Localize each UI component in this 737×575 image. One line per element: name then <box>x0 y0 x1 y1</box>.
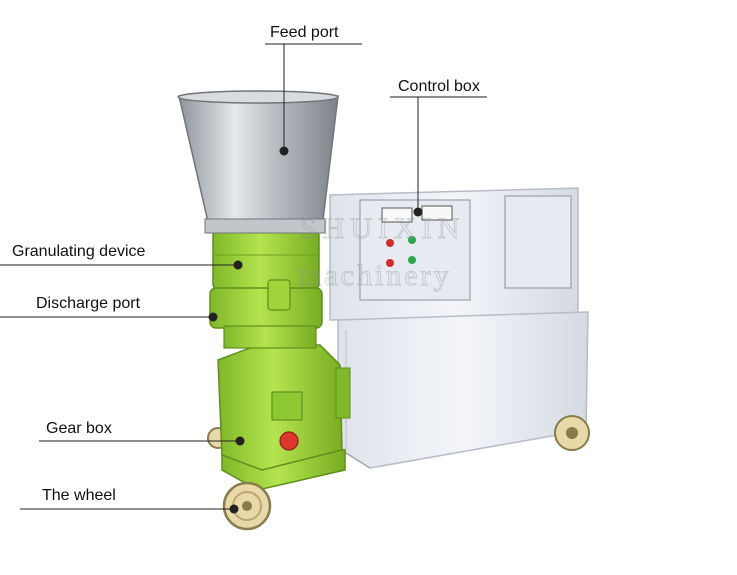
feed-port-label: Feed port <box>270 24 339 41</box>
side-door <box>504 195 572 289</box>
green-button-lower <box>408 256 416 264</box>
watermark-line1: SHUIXIN <box>300 212 465 245</box>
right-wheel <box>554 415 590 451</box>
red-button <box>386 239 394 247</box>
granulating-body <box>209 229 323 349</box>
gear-box-label: Gear box <box>46 420 112 437</box>
warning-sticker <box>279 431 299 451</box>
granulating-device-label: Granulating device <box>12 243 146 260</box>
callouts <box>0 43 487 514</box>
watermark: SHUIXIN machinery <box>298 212 465 293</box>
gear-box-body <box>217 344 351 471</box>
feed-hopper <box>177 90 339 234</box>
watermark-line2: machinery <box>298 259 452 292</box>
control-box-label: Control box <box>398 78 480 95</box>
discharge-port-label: Discharge port <box>36 295 141 312</box>
red-button-lower <box>386 259 394 267</box>
the-wheel-label: The wheel <box>42 487 116 504</box>
control-box-dot <box>413 207 423 217</box>
granulating-dot <box>233 260 243 270</box>
discharge-dot <box>208 312 218 322</box>
wheel-dot <box>229 504 239 514</box>
front-wheel <box>222 481 272 531</box>
feed-port-dot <box>279 146 289 156</box>
gear-box-dot <box>235 436 245 446</box>
gauge-left <box>381 207 413 223</box>
green-button <box>408 236 416 244</box>
